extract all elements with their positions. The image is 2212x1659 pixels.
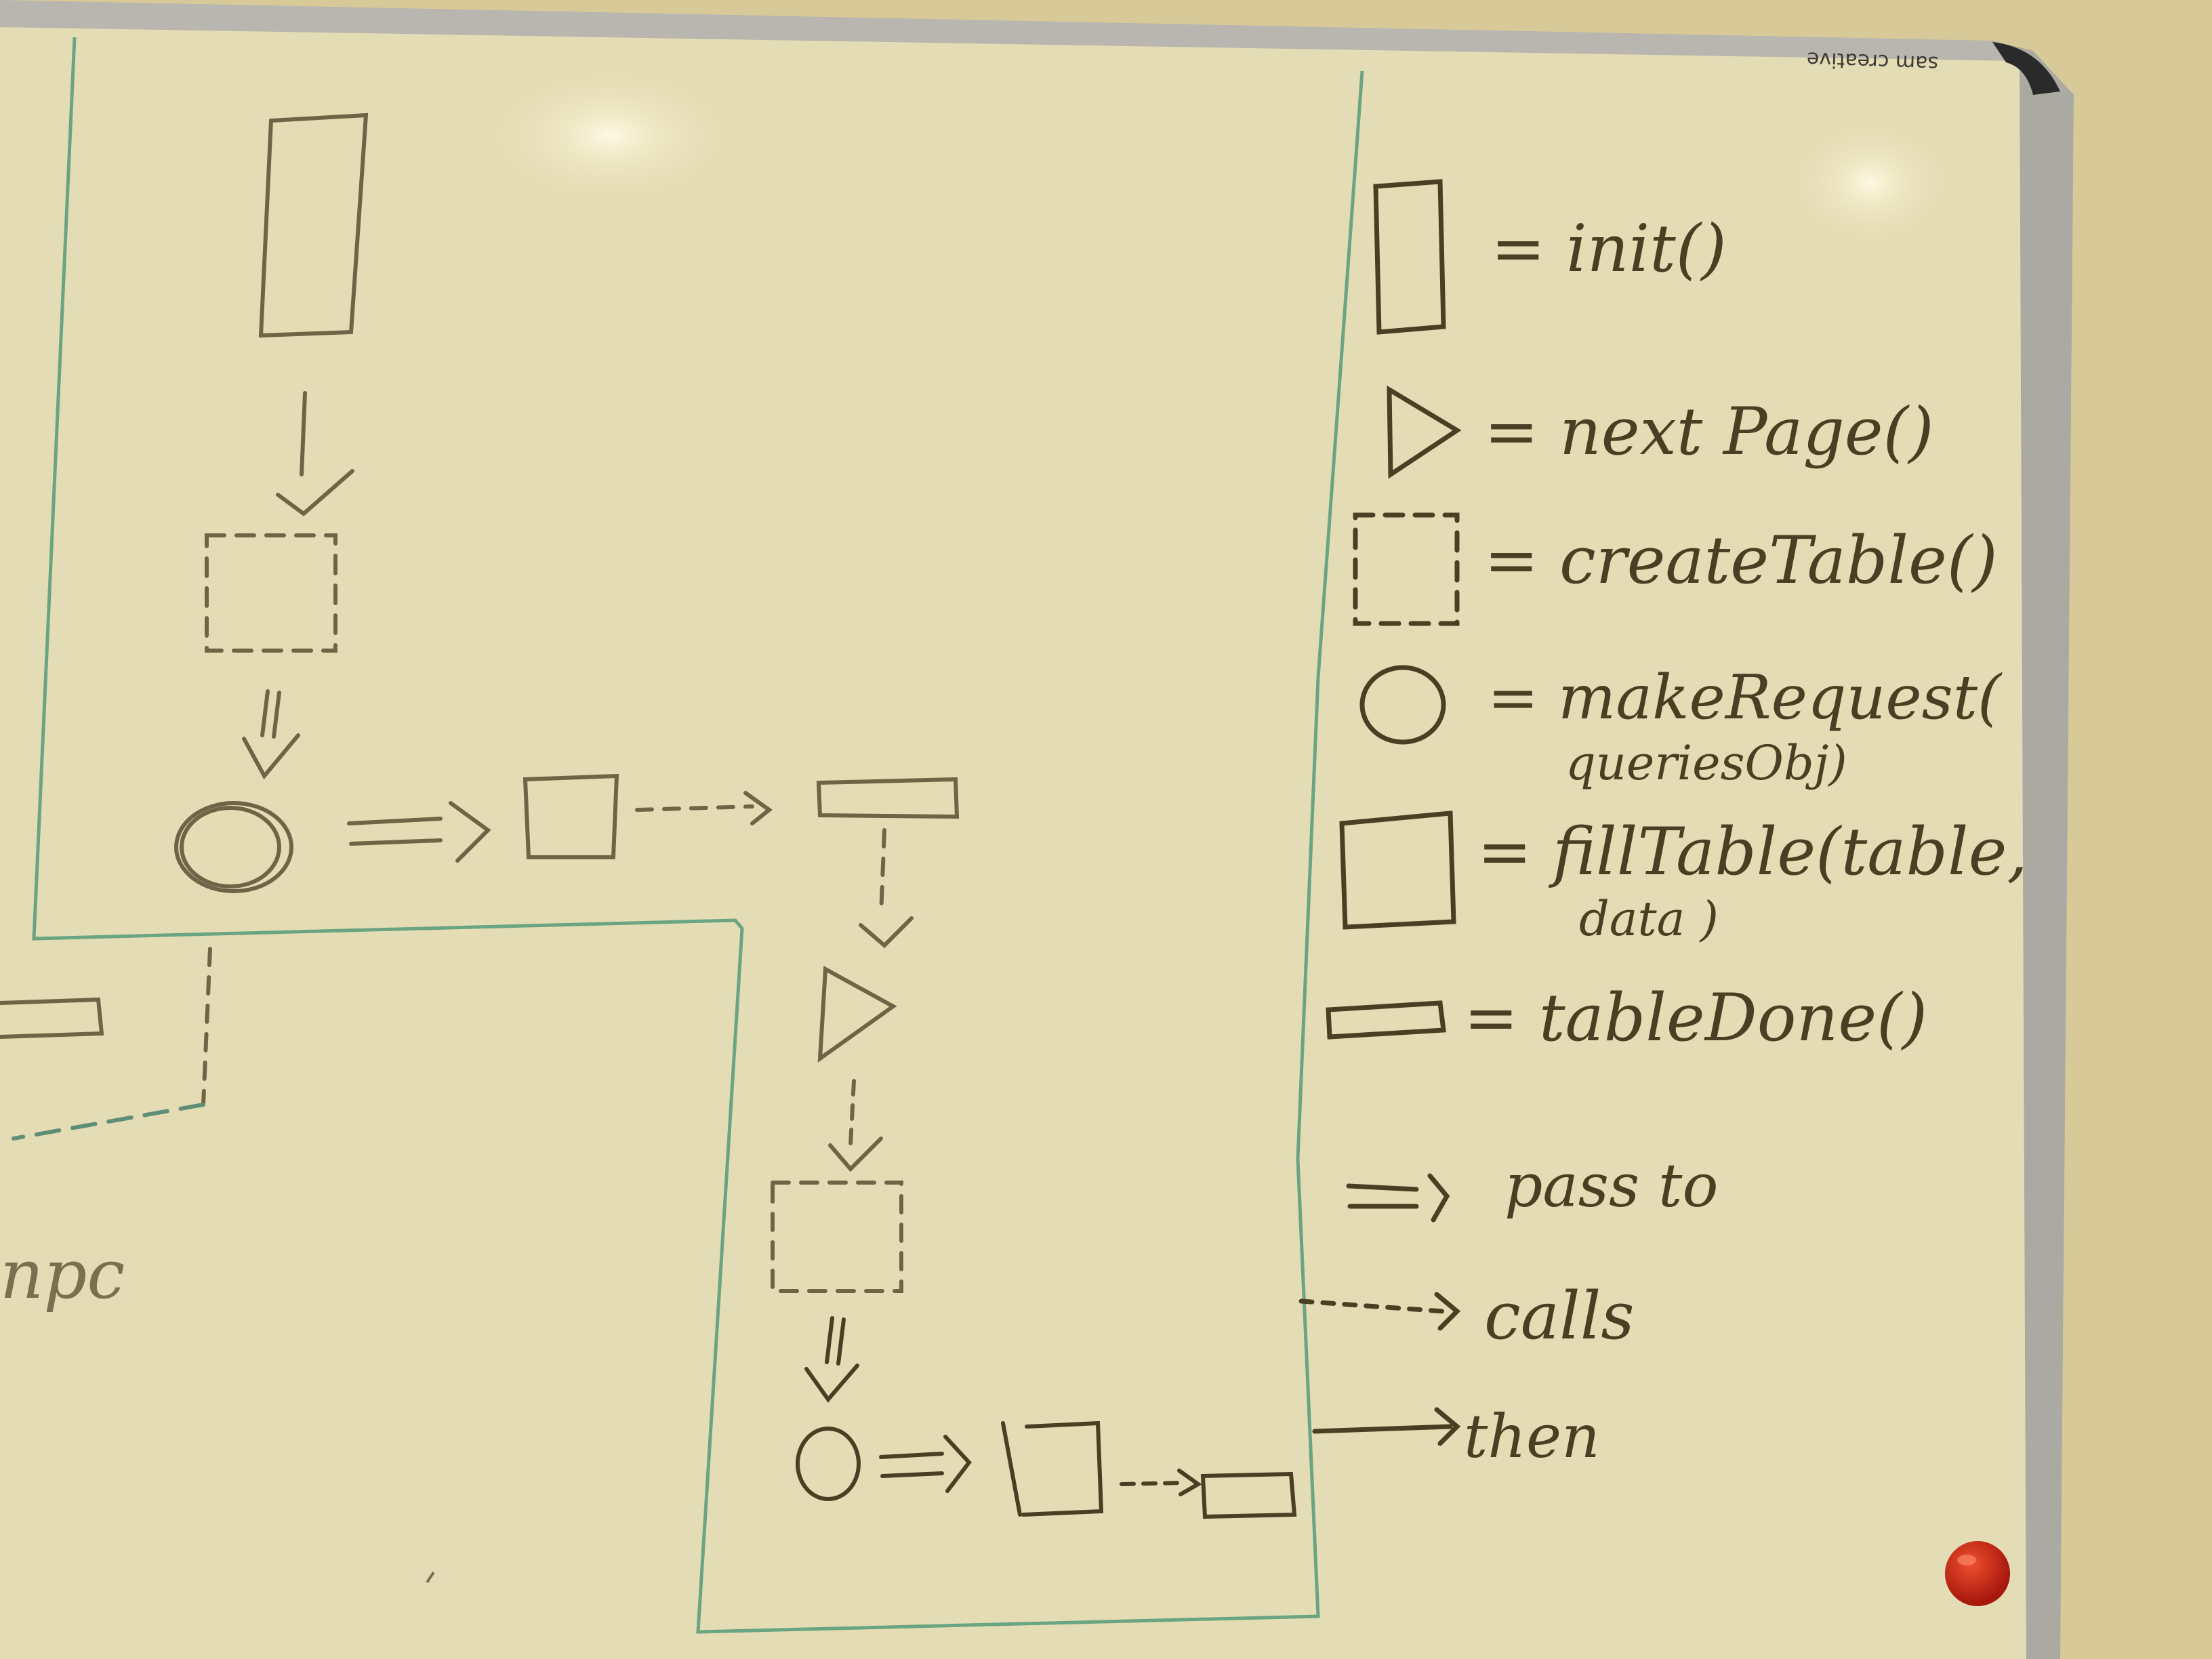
- pass-arrow: [347, 817, 443, 846]
- next-page-triangle: [817, 966, 897, 1063]
- legend-label-next-page: = next Page(): [1484, 394, 1934, 470]
- red-magnet[interactable]: [1945, 1541, 2010, 1606]
- legend-next-page-symbol: [1387, 385, 1462, 479]
- legend-label-make-request-args: queriesObj): [1565, 735, 1847, 791]
- legend-label-pass-to: pass to: [1504, 1151, 1718, 1221]
- pass-arrow-head: [943, 1435, 972, 1493]
- calls-arrow-head: [859, 916, 914, 949]
- init-box: [258, 112, 369, 338]
- legend-then-arrow-head: [1434, 1407, 1461, 1446]
- table-done-box: [816, 777, 960, 819]
- legend-calls-arrow-symbol: [1298, 1298, 1446, 1314]
- legend-pass-arrow-head: [1427, 1173, 1450, 1223]
- legend-label-calls: calls: [1484, 1278, 1635, 1354]
- light-glare: [474, 61, 745, 210]
- calls-arrow: [635, 804, 754, 812]
- brand-label: sam creative: [1806, 47, 1938, 75]
- then-arrow-head: [276, 469, 354, 516]
- calls-arrow: [12, 1103, 205, 1141]
- legend: = init() = next Page() = createTable() =…: [1464, 211, 2028, 1471]
- calls-arrow: [879, 828, 886, 917]
- fill-table-box: [1001, 1421, 1022, 1517]
- fill-table-box: [523, 773, 619, 859]
- legend-label-fill-table: = fillTable(table,: [1477, 814, 2028, 890]
- legend-label-create-table: = createTable(): [1484, 523, 1998, 598]
- light-glare: [1782, 115, 1959, 251]
- legend-label-make-request: = makeRequest(: [1488, 662, 2003, 733]
- stray-mark: [426, 1571, 435, 1584]
- fill-table-box: [1021, 1420, 1104, 1517]
- magnet-highlight: [1957, 1555, 1976, 1565]
- legend-make-request-symbol: [1359, 665, 1446, 745]
- calls-arrow: [1120, 1481, 1185, 1486]
- make-request-circle: [796, 1427, 861, 1501]
- table-done-box-partial: [0, 997, 104, 1039]
- frame-corner-cap: [1992, 42, 2060, 95]
- table-done-box: [1200, 1471, 1297, 1519]
- pass-arrow: [825, 1316, 846, 1366]
- calls-arrow: [201, 947, 212, 1107]
- legend-table-done-symbol: [1326, 1000, 1446, 1040]
- legend-label-table-done: = tableDone(): [1464, 980, 1927, 1056]
- legend-calls-arrow-head: [1434, 1292, 1461, 1331]
- stray-text: npc: [0, 1235, 125, 1314]
- legend-label-init: = init(): [1491, 211, 1727, 287]
- calls-arrow-head: [743, 791, 773, 825]
- calls-arrow-head: [828, 1136, 883, 1172]
- board-frame-top: [0, 0, 2020, 61]
- legend-pass-arrow-symbol: [1346, 1183, 1419, 1209]
- legend-label-then: then: [1464, 1401, 1600, 1471]
- pass-arrow-head: [242, 733, 300, 780]
- legend-label-fill-table-args: data ): [1579, 891, 1719, 947]
- make-request-circle: [180, 806, 281, 888]
- pass-arrow-head: [804, 1364, 859, 1403]
- calls-arrow: [848, 1079, 856, 1147]
- legend-create-table-symbol: [1353, 512, 1460, 626]
- board-surface: [0, 27, 2026, 1659]
- then-arrow: [300, 391, 307, 476]
- board-frame-right: [1992, 41, 2074, 1659]
- create-table-box: [205, 533, 337, 653]
- create-table-box: [771, 1181, 903, 1293]
- pass-arrow: [879, 1452, 944, 1478]
- legend-fill-table-symbol: [1339, 811, 1456, 930]
- make-request-circle: [174, 801, 293, 893]
- flow-left: [0, 112, 960, 1293]
- legend-then-arrow-symbol: [1312, 1424, 1453, 1434]
- calls-arrow-head: [1177, 1469, 1202, 1496]
- pass-arrow: [260, 689, 281, 739]
- section-divider: [32, 37, 1364, 1634]
- legend-init-symbol: [1373, 179, 1446, 335]
- flow-bottom: [796, 1316, 1297, 1519]
- pass-arrow-head: [449, 801, 491, 863]
- legend-symbols: [1298, 179, 1462, 1446]
